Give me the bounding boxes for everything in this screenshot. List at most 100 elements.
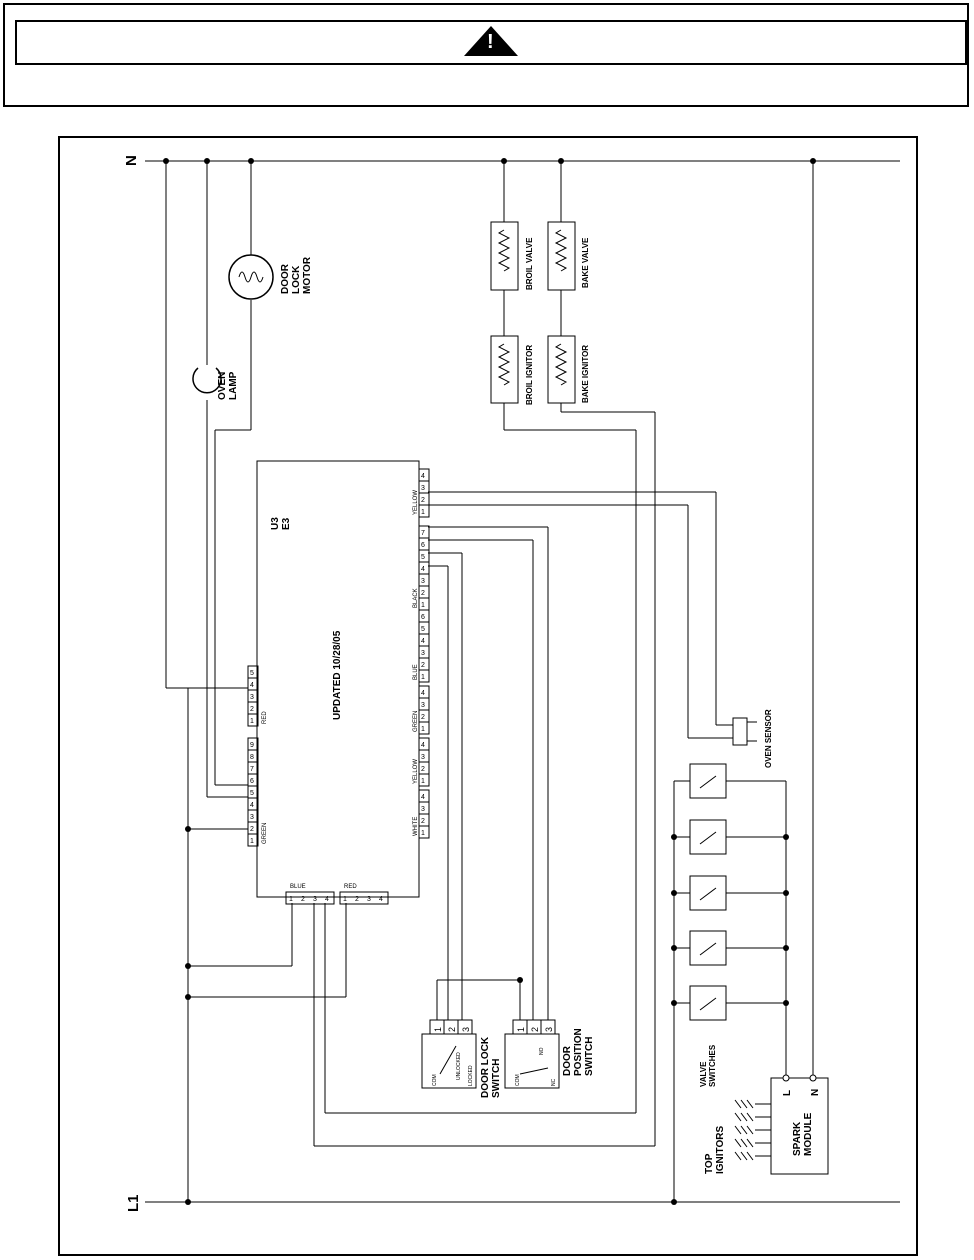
spark-module-label-line: SPARK — [792, 1121, 803, 1156]
oven-lamp-label-line: OVEN — [217, 372, 228, 400]
spark-terminal-n: N — [810, 1089, 821, 1096]
top-ignitors-label: TOPIGNITORS — [704, 1126, 726, 1174]
door-position-switch-label-line: SWITCH — [584, 1037, 595, 1076]
door-lock-motor-icon — [228, 254, 274, 300]
connector-label: GREEN — [413, 711, 419, 732]
oven-sensor-icon — [732, 717, 757, 746]
warning-symbol: ! — [487, 31, 494, 53]
door-lock-motor-label: DOORLOCKMOTOR — [280, 256, 313, 294]
connector-pin: 4 — [421, 742, 425, 749]
connector-pin: 3 — [313, 896, 317, 903]
dl-pin-2: 2 — [447, 1027, 457, 1032]
dp-contact-no: NO — [539, 1047, 545, 1055]
door-position-switch-label: DOORPOSITIONSWITCH — [562, 1028, 595, 1076]
connector-pin: 1 — [289, 896, 293, 903]
connector-pin: 5 — [421, 554, 425, 561]
connector-pin: 6 — [421, 614, 425, 621]
oven-lamp-label: OVENLAMP — [217, 371, 239, 400]
warning-title-bar: ! — [15, 20, 967, 65]
control-board-id: U3E3 — [270, 517, 292, 530]
board-connectors: 1234YELLOW1234567BLACK123456BLUE1234GREE… — [247, 468, 430, 905]
door-position-switch-label-line: DOOR — [562, 1045, 573, 1076]
connector-pin: 1 — [250, 718, 254, 725]
connector-pin: 1 — [421, 674, 425, 681]
control-board-id-line: U3 — [270, 517, 281, 530]
connector-pin: 2 — [421, 818, 425, 825]
connector-pin: 6 — [250, 778, 254, 785]
wiring-diagram-frame — [58, 136, 918, 1256]
broil-ignitor-label: BROIL IGNITOR — [525, 345, 534, 405]
door-lock-switch-label-line: DOOR LOCK — [480, 1036, 491, 1098]
connector-pin: 3 — [421, 806, 425, 813]
dl-contact-unlocked: UNLOCKED — [456, 1052, 462, 1080]
connector-pin: 2 — [301, 896, 305, 903]
valve-switches-label: VALVESWITCHES — [699, 1044, 717, 1087]
valve-switches-label-line: VALVE — [699, 1061, 708, 1087]
connector-pin: 5 — [421, 626, 425, 633]
dp-pin-1: 1 — [516, 1027, 526, 1032]
connector-pin: 2 — [421, 497, 425, 504]
dl-pin-3: 3 — [461, 1027, 471, 1032]
valve-switch-set — [689, 763, 727, 1021]
dp-contact-com: COM — [515, 1074, 521, 1086]
control-board-id-line: E3 — [281, 517, 292, 530]
door-lock-motor-label-line: LOCK — [291, 265, 302, 294]
connector-pin: 4 — [250, 802, 254, 809]
connector-pin: 8 — [250, 754, 254, 761]
connector-pin: 4 — [325, 896, 329, 903]
dl-contact-com: COM — [432, 1074, 438, 1086]
connector-pin: 2 — [250, 826, 254, 833]
connector-pin: 2 — [250, 706, 254, 713]
neutral-label: N — [123, 155, 140, 166]
connector-label: YELLOW — [413, 490, 419, 515]
broil-valve — [490, 221, 519, 291]
bake-valve-label: BAKE VALVE — [581, 237, 590, 288]
spark-module-label-line: MODULE — [803, 1112, 814, 1156]
connector-pin: 4 — [421, 794, 425, 801]
dl-contact-locked: LOCKED — [468, 1065, 474, 1086]
connector-pin: 4 — [421, 566, 425, 573]
connector-pin: 1 — [421, 830, 425, 837]
connector-pin: 2 — [421, 766, 425, 773]
line-label: L1 — [125, 1194, 142, 1212]
spark-terminal-l: L — [782, 1090, 793, 1096]
connector-body — [339, 891, 389, 905]
valve-switches-label-line: SWITCHES — [708, 1044, 717, 1087]
top-ignitors-icon — [734, 1099, 771, 1161]
connector-label: WHITE — [413, 817, 419, 836]
connector-pin: 4 — [421, 690, 425, 697]
connector-label: RED — [344, 884, 357, 890]
dp-contact-nc: NC — [551, 1078, 557, 1086]
connector-pin: 4 — [421, 473, 425, 480]
connector-pin: 2 — [421, 590, 425, 597]
connector-pin: 4 — [421, 638, 425, 645]
connector-pin: 1 — [343, 896, 347, 903]
connector-pin: 3 — [421, 702, 425, 709]
door-lock-switch — [421, 1019, 477, 1089]
connector-pin: 5 — [250, 790, 254, 797]
door-lock-motor-label-line: MOTOR — [302, 256, 313, 294]
dl-pin-1: 1 — [433, 1027, 443, 1032]
connector-pin: 3 — [421, 485, 425, 492]
connector-blue-8: 1 2 3 4 BLUE — [285, 884, 335, 905]
bake-valve — [547, 221, 576, 291]
connector-pin: 2 — [421, 714, 425, 721]
connector-label: GREEN — [262, 823, 268, 844]
connector-pin: 1 — [421, 726, 425, 733]
connector-pin: 3 — [367, 896, 371, 903]
connector-pin: 6 — [421, 542, 425, 549]
door-lock-switch-label: DOOR LOCKSWITCH — [480, 1036, 502, 1098]
connector-pin: 9 — [250, 742, 254, 749]
connector-pin: 2 — [421, 662, 425, 669]
connector-pin: 5 — [250, 670, 254, 677]
connector-pin: 3 — [250, 694, 254, 701]
connector-label: BLUE — [290, 884, 306, 890]
